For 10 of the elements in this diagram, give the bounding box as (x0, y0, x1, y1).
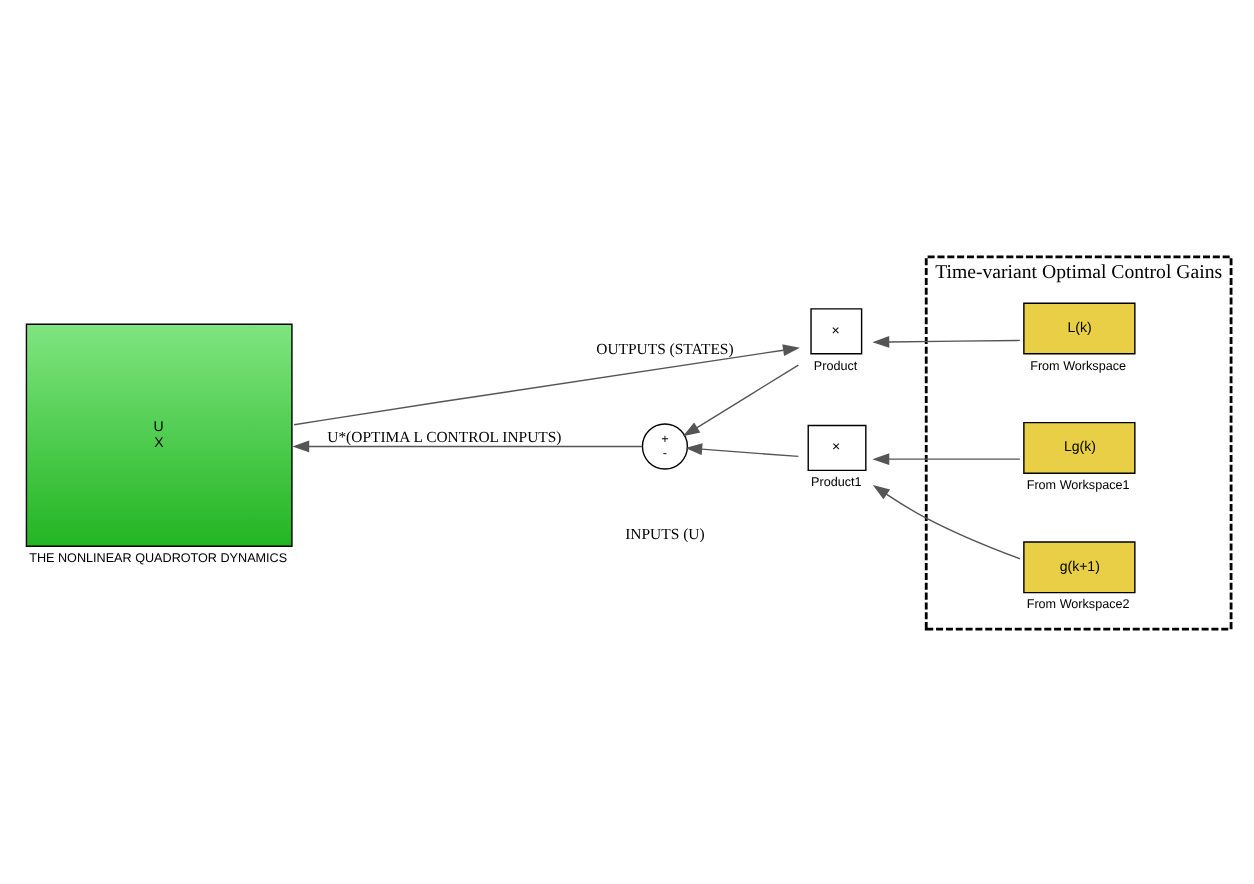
arrow (293, 343, 800, 425)
label: INPUTS (U) (625, 523, 705, 542)
arrow (872, 452, 1021, 465)
arrow (292, 439, 643, 452)
arrow (682, 363, 800, 436)
edge-label: U*(OPTIMA L CONTROL INPUTS) (327, 427, 562, 446)
edge-label: OUTPUTS (STATES) (596, 338, 734, 357)
arrow (872, 484, 1021, 559)
arrow (872, 335, 1021, 347)
arrow (685, 442, 800, 457)
